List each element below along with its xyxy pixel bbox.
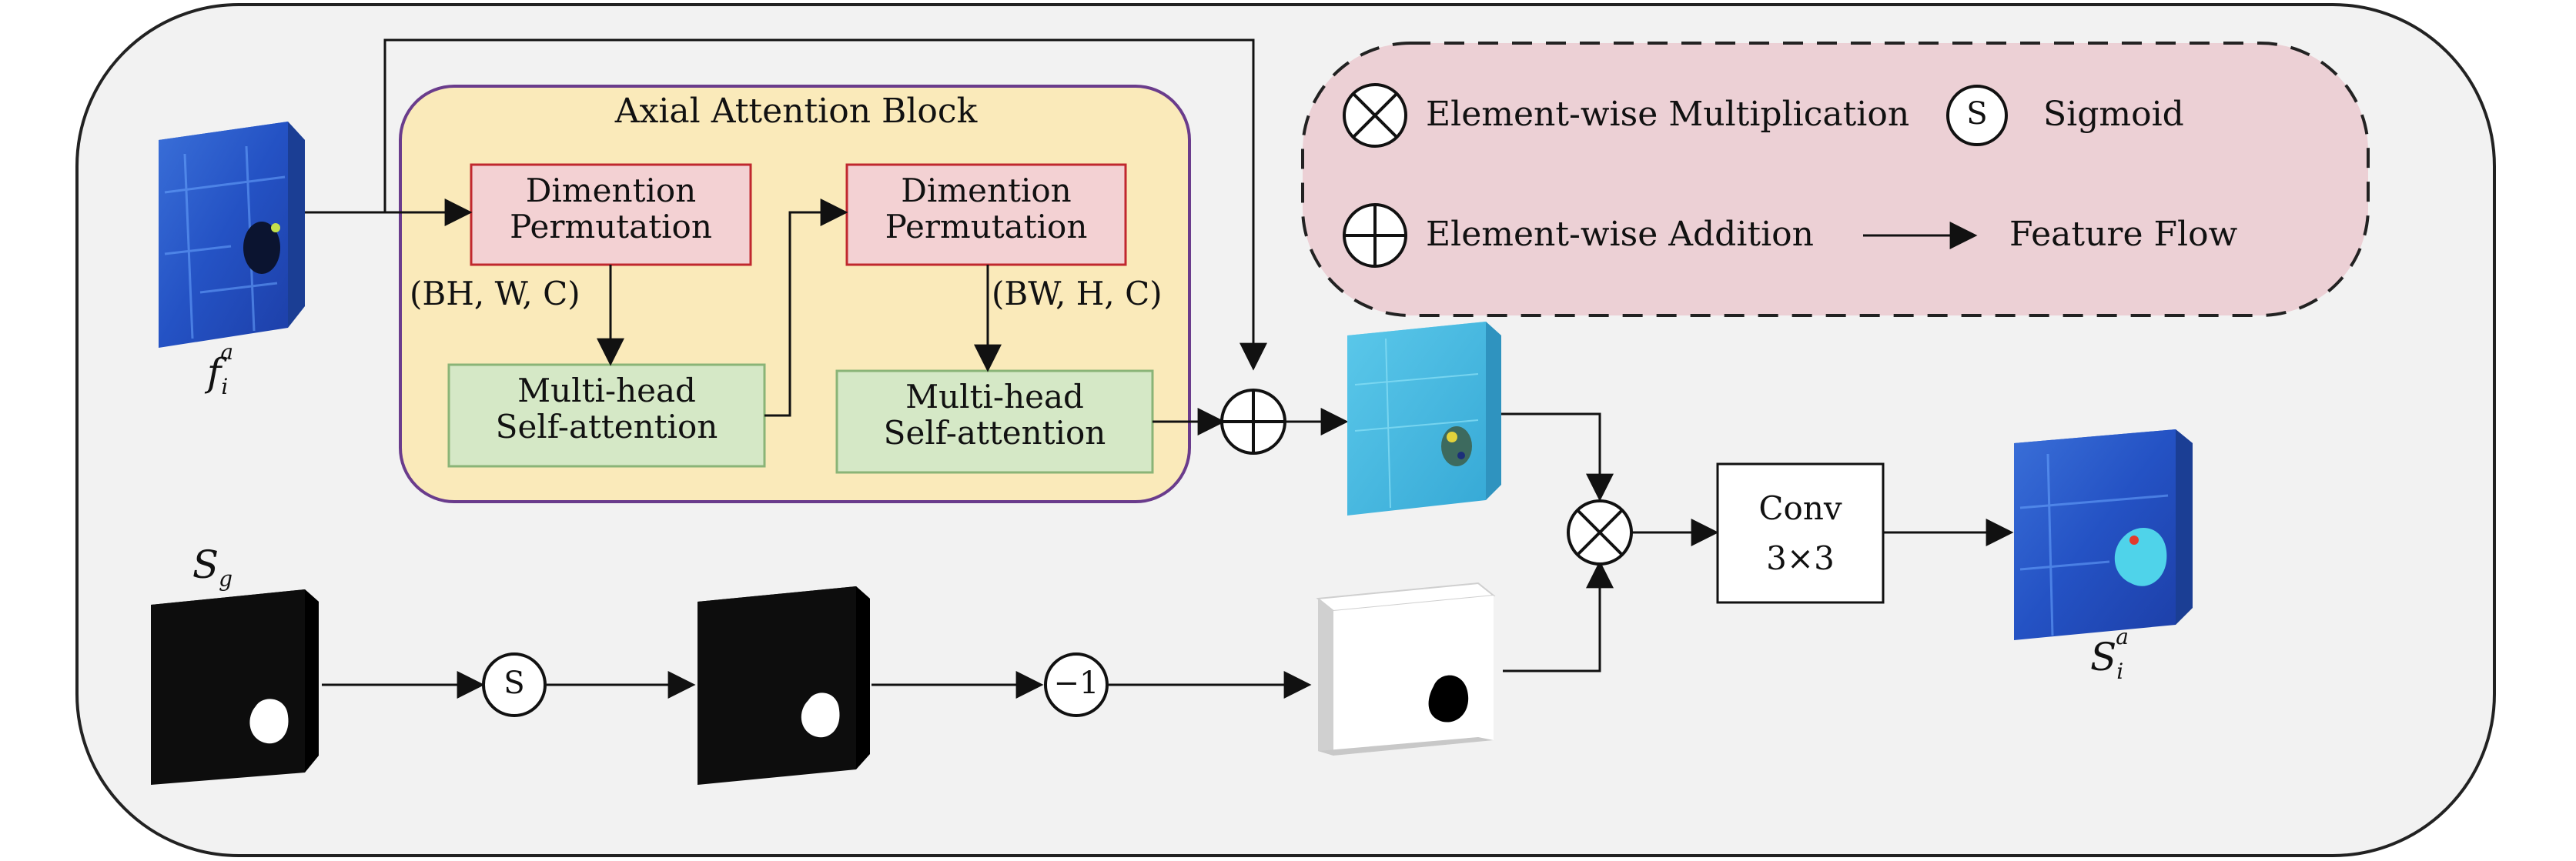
conv-line1: Conv (1758, 489, 1842, 527)
sigmoid-operator (482, 652, 547, 717)
shape-label-2: (BW, H, C) (992, 275, 1163, 312)
inverted-mask (1316, 582, 1496, 756)
input-label-base: f (206, 350, 222, 395)
shape-label-1: (BH, W, C) (410, 275, 580, 312)
output-saliency-label: Sia (2063, 625, 2156, 684)
legend-multiplication-label: Element-wise Multiplication (1426, 95, 1910, 134)
conv-label: Conv 3×3 (1718, 483, 1883, 583)
legend-box (1301, 42, 2370, 317)
output-saliency-map (2014, 429, 2193, 640)
sg-label-base: S (192, 542, 219, 587)
axial-attention-block-title: Axial Attention Block (614, 92, 978, 131)
mhsa-2-label: Multi-head Self-attention (837, 379, 1153, 451)
mhsa-1-line1: Multi-head (517, 372, 696, 409)
output-label-base: S (2090, 635, 2117, 679)
permutation-1-label: Dimention Permutation (471, 172, 751, 245)
mhsa-2-line1: Multi-head (905, 378, 1084, 415)
legend-sigmoid-symbol: S (1966, 96, 1988, 132)
mhsa-1-label: Multi-head Self-attention (449, 372, 764, 445)
input-label-sub: i (221, 374, 229, 399)
sigmoid-symbol: S (503, 666, 525, 701)
attended-feature-map (1347, 322, 1501, 516)
legend-flow-label: Feature Flow (2009, 215, 2238, 254)
permutation-2-label: Dimention Permutation (847, 172, 1126, 245)
legend-sigmoid-icon (1946, 85, 2008, 146)
mhsa-1-line2: Self-attention (495, 408, 718, 446)
legend-multiplication-icon (1343, 83, 1407, 148)
input-feature-map (159, 122, 305, 348)
element-wise-addition-operator (1220, 389, 1286, 455)
input-label-sup: a (220, 339, 234, 365)
input-feature-label: fia (174, 340, 266, 399)
legend-addition-icon (1343, 203, 1407, 268)
permutation-1-line2: Permutation (510, 208, 712, 246)
mhsa-2-line2: Self-attention (883, 414, 1106, 452)
conv-box (1716, 462, 1885, 604)
sg-label: Sg (174, 543, 251, 591)
flow-skip-connection (383, 38, 1267, 371)
negate-operator (1044, 652, 1109, 717)
permutation-1-line1: Dimention (525, 172, 697, 209)
flow-mhsa1-to-perm2 (764, 199, 848, 417)
legend-addition-label: Element-wise Addition (1426, 215, 1814, 254)
guidance-mask-sg (151, 589, 319, 785)
output-label-sub: i (2116, 659, 2124, 684)
permutation-2-line1: Dimention (901, 172, 1072, 209)
flow-inverted-mask-to-mult (1503, 560, 1614, 672)
output-label-sup: a (2116, 624, 2129, 650)
conv-line2: 3×3 (1766, 539, 1835, 578)
sg-label-sub: g (219, 566, 233, 592)
element-wise-multiplication-operator (1567, 499, 1633, 566)
flow-feature-to-mult (1501, 412, 1614, 502)
neg-one-symbol: −1 (1053, 666, 1099, 701)
permutation-2-line2: Permutation (885, 208, 1088, 246)
sigmoid-mask (698, 586, 870, 785)
legend-sigmoid-label: Sigmoid (2043, 95, 2184, 134)
